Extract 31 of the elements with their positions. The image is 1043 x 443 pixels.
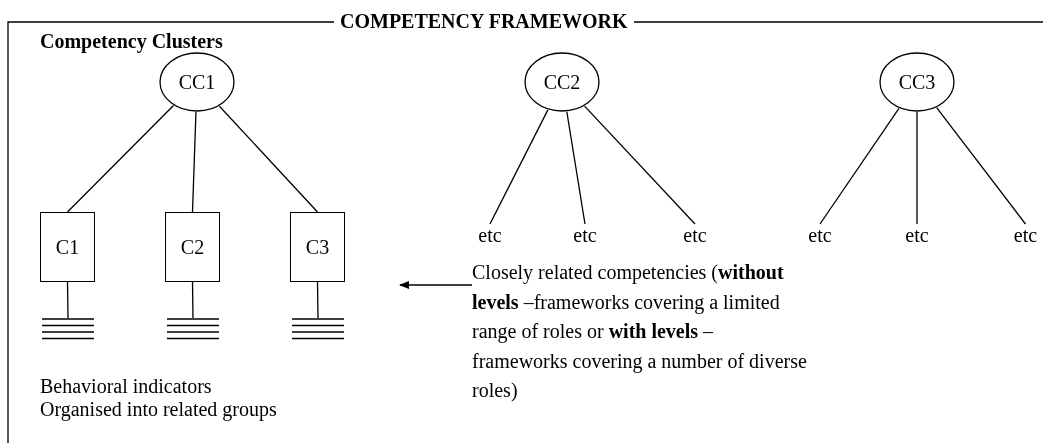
connector-line	[191, 281, 194, 319]
etc-text: etc	[800, 224, 840, 247]
connector-line	[566, 111, 586, 225]
connector-line	[583, 105, 696, 225]
connector-line	[489, 109, 549, 225]
note-text: Closely related competencies (without levels –frameworks covering a limited range of roles or with levels – frameworks covering a number of diverse roles)	[472, 258, 812, 406]
competency-box: C1	[40, 212, 95, 282]
cluster-ellipse: CC1	[159, 52, 235, 112]
etc-text: etc	[897, 224, 937, 247]
connector-line	[218, 105, 319, 213]
connector-line	[316, 281, 319, 319]
cluster-ellipse: CC2	[524, 52, 600, 112]
competency-box: C3	[290, 212, 345, 282]
connector-line	[66, 281, 69, 319]
caption-text: Behavioral indicators Organised into related groups	[40, 375, 278, 421]
competency-box: C2	[165, 212, 220, 282]
etc-text: etc	[565, 224, 605, 247]
indicator-lines	[292, 318, 344, 340]
indicator-lines	[42, 318, 94, 340]
etc-text: etc	[675, 224, 715, 247]
indicator-lines	[167, 318, 219, 340]
connector-line	[936, 107, 1027, 225]
connector-line	[66, 104, 175, 213]
connector-line	[191, 111, 197, 213]
section-heading: Competency Clusters	[40, 30, 224, 53]
arrow	[399, 281, 473, 289]
etc-text: etc	[1008, 224, 1043, 247]
etc-text: etc	[470, 224, 510, 247]
cluster-ellipse: CC3	[879, 52, 955, 112]
connector-line	[819, 107, 900, 225]
connector-line	[916, 111, 918, 225]
